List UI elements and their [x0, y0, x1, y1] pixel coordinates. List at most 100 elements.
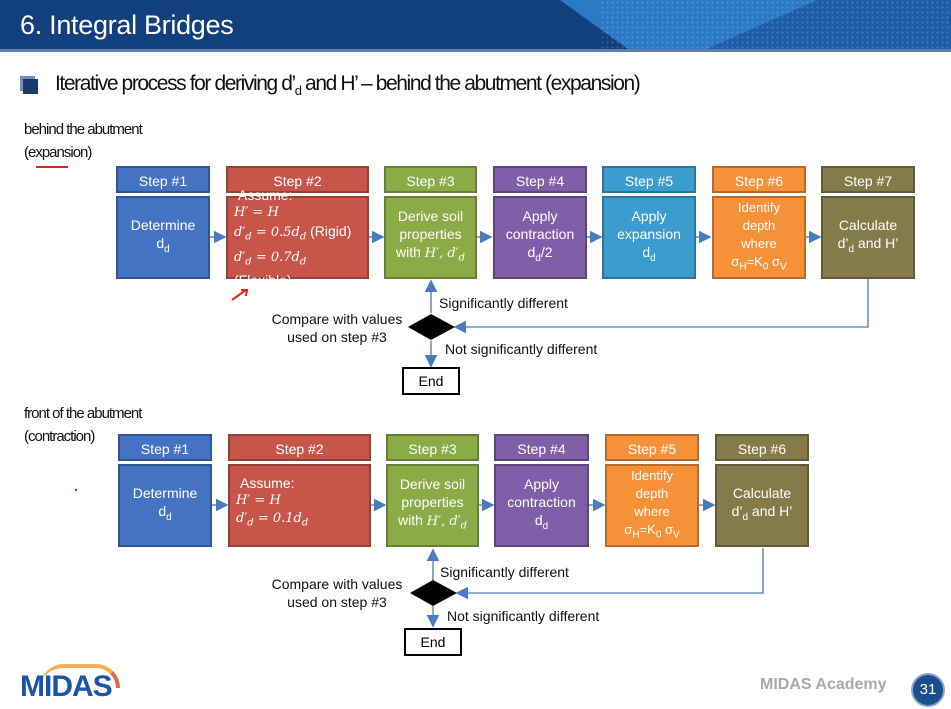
step-header: Step #4 [493, 166, 587, 193]
decision-diamond [410, 580, 457, 606]
step-text: Apply [522, 208, 558, 225]
step-text: dd/2 [527, 244, 553, 264]
branch-label-yes: Significantly different [439, 295, 568, 311]
bullet-square-icon [23, 79, 38, 94]
step-text: dd [156, 235, 170, 255]
slide-header: 6. Integral Bridges [0, 0, 951, 52]
step-header: Step #5 [605, 434, 699, 461]
step-text: depth [635, 485, 669, 501]
step-formula: d′d = 0.5dd (Rigid) [234, 222, 352, 243]
branch-label-no: Not significantly different [447, 608, 600, 624]
decision-label-line: used on step #3 [287, 594, 387, 610]
step-header: Step #2 [228, 434, 371, 461]
step-text: Derive soil [399, 476, 466, 493]
step-box-2: Step #2 Assume: H′ = H d′d = 0.1dd [228, 434, 371, 547]
step-header: Step #4 [494, 434, 589, 461]
decision-diamond [408, 314, 455, 340]
step-header: Step #7 [821, 166, 915, 193]
decision-label-line: Compare with values [271, 311, 403, 327]
midas-logo: MIDAS [20, 670, 113, 703]
header-pattern [600, 0, 951, 52]
end-terminal: End [402, 367, 460, 395]
header-divider [0, 49, 951, 52]
step-header: Step #6 [712, 166, 806, 193]
step-text: dd [534, 512, 549, 532]
step-body: Assume: H′ = H d′d = 0.1dd [228, 464, 371, 547]
annotation-underline [36, 166, 68, 168]
branch-label-yes: Significantly different [440, 564, 569, 580]
step-header: Step #2 [226, 166, 369, 193]
step-box-2: Step #2 Assume: H′ = H d′d = 0.5dd (Rigi… [226, 166, 369, 288]
step-formula: H′ = H [234, 204, 279, 220]
subtitle-text: Iterative process for deriving d’ [55, 72, 296, 95]
step-text: d’d and H’ [837, 235, 899, 255]
step-text: σH=K0 σV [731, 253, 787, 273]
step-text: d’d and H’ [731, 503, 793, 523]
step-text: Calculate [838, 217, 898, 234]
subtitle-subscript: d [294, 83, 302, 99]
page-title: 6. Integral Bridges [20, 10, 234, 40]
annotation-arrow [231, 289, 249, 301]
section-label-line: front of the abutment [24, 405, 142, 422]
decision-label: Compare with values used on step #3 [262, 310, 412, 346]
section-label-contraction: front of the abutment (contraction) [24, 402, 142, 448]
step-body: Identify depth where σH=K0 σV [712, 196, 806, 279]
step-header: Step #1 [118, 434, 212, 461]
step-text: Determine [132, 485, 198, 502]
step-text: expansion [617, 226, 681, 243]
step-text: Apply [523, 476, 560, 493]
step-formula: H′ = H [236, 493, 281, 508]
page-number: 31 [911, 673, 945, 707]
step-text: dd [158, 503, 172, 523]
step-text: Determine [130, 217, 196, 234]
step-text: properties [399, 226, 462, 243]
step-box-6: Step #6 Identify depth where σH=K0 σV [712, 166, 806, 279]
step-text: σH=K0 σV [624, 521, 680, 541]
step-text: contraction [505, 226, 575, 243]
section-label-line: (expansion) [24, 144, 92, 161]
step-text: Assume: [240, 475, 295, 491]
annotation-dot [74, 488, 78, 492]
section-label-line: behind the abutment [24, 121, 143, 138]
step-text: properties [401, 494, 464, 511]
step-header: Step #1 [116, 166, 210, 193]
step-text: Calculate [732, 485, 792, 502]
end-terminal: End [404, 628, 462, 656]
step-header: Step #6 [715, 434, 809, 461]
decision-label-line: used on step #3 [287, 329, 387, 345]
step-text: where [634, 503, 670, 519]
step-text: contraction [507, 494, 576, 511]
step-header: Step #5 [602, 166, 696, 193]
step-text: depth [742, 217, 776, 233]
section-label-expansion: behind the abutment (expansion) [24, 118, 143, 164]
step-formula: d′d = 0.7dd (Flexible) [234, 249, 307, 289]
step-header: Step #3 [386, 434, 479, 461]
step-text: Identify [738, 199, 780, 215]
subtitle-text: and H’ – behind the abutment (expansion) [300, 72, 641, 95]
step-text: Derive soil [397, 208, 464, 225]
step-text: dd [642, 244, 656, 264]
step-body: Assume: H′ = H d′d = 0.5dd (Rigid) d′d =… [226, 187, 369, 288]
step-text: where [741, 235, 777, 251]
